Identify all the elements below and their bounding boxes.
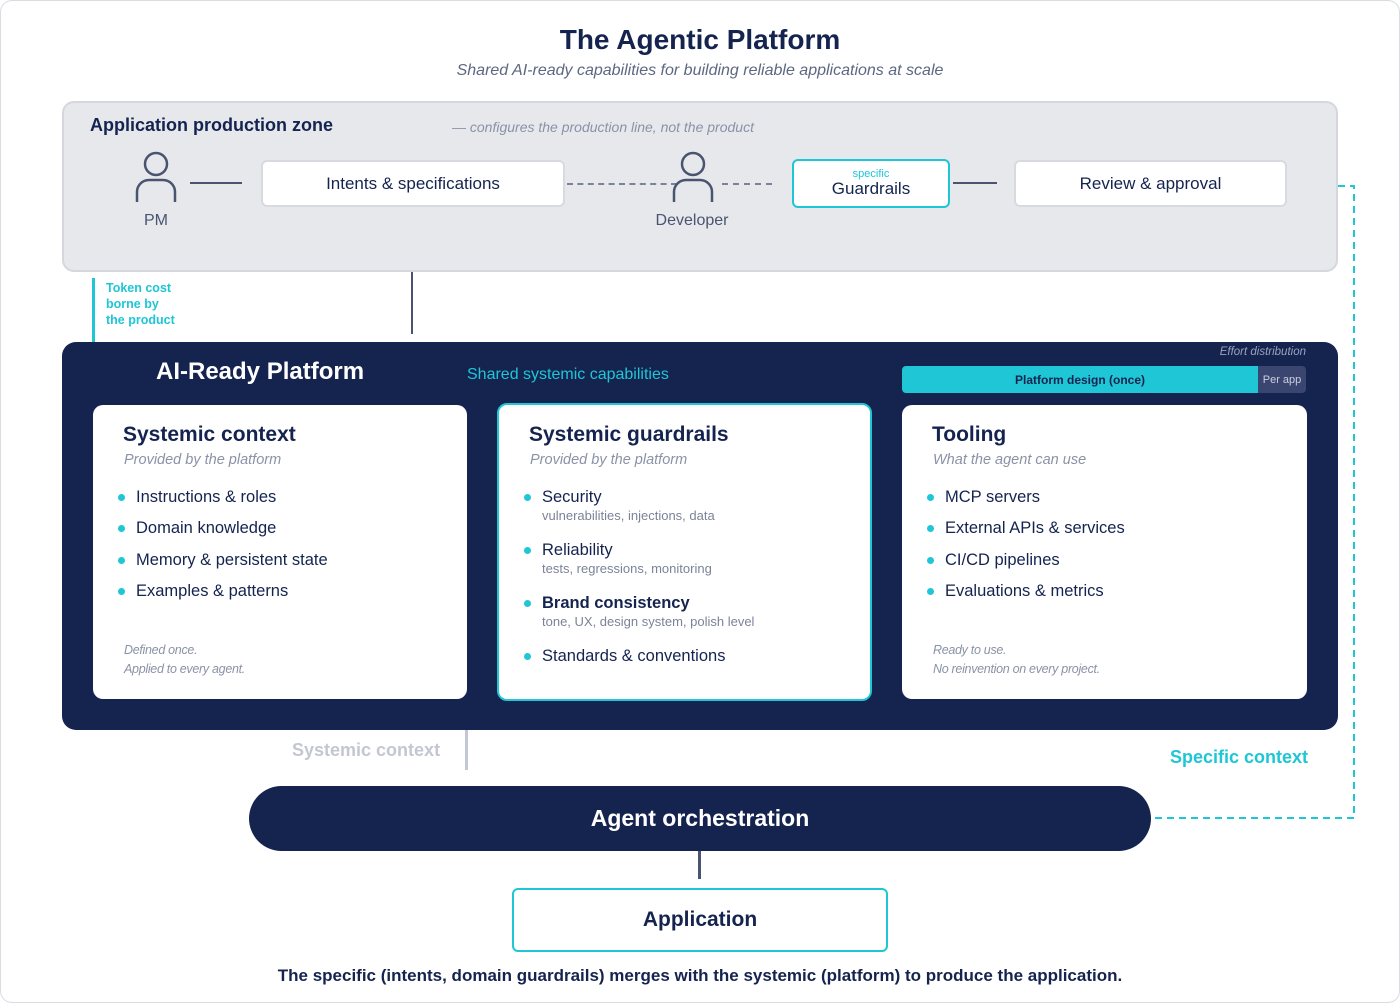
list-item: MCP servers (925, 487, 1125, 518)
developer-label: Developer (655, 212, 729, 229)
list-item: Domain knowledge (116, 518, 328, 549)
pm-label: PM (144, 212, 168, 229)
zone-platform-connector (411, 272, 413, 334)
card-list: MCP servers External APIs & services CI/… (925, 487, 1125, 612)
systemic-guardrails-card: Systemic guardrails Provided by the plat… (497, 403, 872, 701)
list-item: Standards & conventions (522, 646, 754, 699)
intents-developer-connector (567, 183, 677, 185)
systemic-context-card: Systemic context Provided by the platfor… (93, 405, 467, 699)
pm-person-icon (135, 151, 177, 202)
developer-connector (722, 183, 772, 185)
effort-platform-design-bar: Platform design (once) (902, 366, 1258, 393)
list-item: Brand consistency tone, UX, design syste… (522, 593, 754, 646)
list-item: CI/CD pipelines (925, 550, 1125, 581)
list-item: Evaluations & metrics (925, 581, 1125, 612)
card-title: Tooling (932, 423, 1007, 446)
intents-specifications-box: Intents & specifications (261, 160, 565, 207)
developer-person-icon (672, 151, 714, 202)
list-item: External APIs & services (925, 518, 1125, 549)
card-footer: Defined once. Applied to every agent. (124, 643, 245, 676)
guardrails-label: Guardrails (831, 179, 911, 199)
orchestration-application-connector (698, 851, 701, 879)
systemic-context-label: Systemic context (292, 740, 441, 760)
effort-distribution-label: Effort distribution (1219, 346, 1306, 358)
specific-context-label: Specific context (1170, 747, 1309, 767)
agent-orchestration: Agent orchestration (249, 786, 1151, 851)
list-item: Reliability tests, regressions, monitori… (522, 540, 754, 593)
token-cost-note: Token cost borne by the product (106, 281, 175, 327)
application-box: Application (512, 888, 888, 952)
list-item: Examples & patterns (116, 581, 328, 612)
card-title: Systemic guardrails (529, 423, 729, 446)
card-list: Instructions & roles Domain knowledge Me… (116, 487, 328, 612)
list-item: Security vulnerabilities, injections, da… (522, 487, 754, 540)
page-title: The Agentic Platform (559, 24, 841, 55)
card-title: Systemic context (123, 423, 296, 446)
list-item: Memory & persistent state (116, 550, 328, 581)
pm-connector (190, 182, 242, 184)
tooling-card: Tooling What the agent can use MCP serve… (902, 405, 1307, 699)
card-footer: Ready to use. No reinvention on every pr… (933, 643, 1100, 676)
token-cost-bar (92, 278, 95, 342)
footer-caption: The specific (intents, domain guardrails… (277, 966, 1123, 985)
production-zone-title: Application production zone (90, 115, 333, 135)
platform-subtitle: Shared systemic capabilities (467, 366, 669, 383)
specific-guardrails-box: specific Guardrails (792, 159, 950, 208)
card-subtitle: Provided by the platform (530, 452, 688, 468)
guardrails-tag: specific (852, 167, 890, 180)
review-approval-box: Review & approval (1014, 160, 1287, 207)
intents-label: Intents & specifications (326, 173, 500, 193)
card-subtitle: Provided by the platform (124, 452, 282, 468)
card-list: Security vulnerabilities, injections, da… (522, 487, 754, 699)
systemic-context-connector (465, 730, 468, 770)
guardrails-review-connector (953, 182, 997, 184)
list-item: Instructions & roles (116, 487, 328, 518)
effort-per-app-bar: Per app (1258, 366, 1306, 393)
card-subtitle: What the agent can use (933, 452, 1087, 468)
platform-title: AI-Ready Platform (156, 358, 365, 385)
production-zone-note: — configures the production line, not th… (452, 119, 754, 135)
review-label: Review & approval (1079, 173, 1222, 193)
page-subtitle: Shared AI-ready capabilities for buildin… (456, 62, 944, 79)
